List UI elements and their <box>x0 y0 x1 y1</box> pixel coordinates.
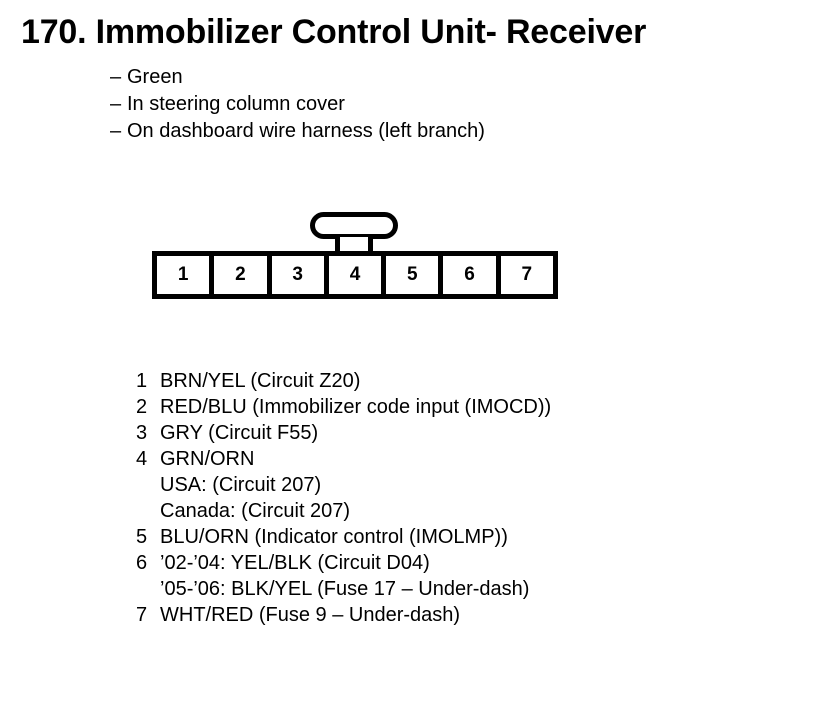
pin-description: ’02-’04: YEL/BLK (Circuit D04) <box>160 552 430 574</box>
pin-description: WHT/RED (Fuse 9 – Under-dash) <box>160 604 461 626</box>
connector-pin-label: 2 <box>235 264 246 285</box>
description-item: –In steering column cover <box>110 91 750 118</box>
pin-description: GRY (Circuit F55) <box>160 422 319 444</box>
pin-number: 4 <box>136 448 148 470</box>
pin-number: 2 <box>136 396 148 418</box>
pin-number: 7 <box>136 604 148 626</box>
description-list: –Green –In steering column cover –On das… <box>110 64 750 145</box>
description-item-label: Green <box>127 66 183 88</box>
list-item: 5 BLU/ORN (Indicator control (IMOLMP)) <box>136 524 776 550</box>
connector-pin-4[interactable]: 4 <box>328 256 387 294</box>
pin-description-sub: ’05-’06: BLK/YEL (Fuse 17 – Under-dash) <box>160 578 530 600</box>
connector-pin-label: 5 <box>406 264 418 285</box>
connector-latch-neck-icon <box>335 237 373 253</box>
bullet-dash-icon: – <box>110 120 122 142</box>
pin-description: BRN/YEL (Circuit Z20) <box>160 370 361 392</box>
pin-description-sub: Canada: (Circuit 207) <box>160 500 351 522</box>
connector-diagram: 1 2 3 4 5 6 7 <box>152 212 564 304</box>
connector-pin-6[interactable]: 6 <box>443 256 501 294</box>
connector-pin-label: 6 <box>464 264 475 285</box>
pin-legend-list: 1 BRN/YEL (Circuit Z20) 2 RED/BLU (Immobil… <box>136 368 776 628</box>
pin-description-sub: USA: (Circuit 207) <box>160 474 322 496</box>
connector-pin-5[interactable]: 5 <box>386 256 444 294</box>
description-item-label: In steering column cover <box>127 93 345 115</box>
connector-latch-icon <box>310 212 398 239</box>
pin-description: BLU/ORN (Indicator control (IMOLMP)) <box>160 526 508 548</box>
list-item: 6 ’02-’04: YEL/BLK (Circuit D04) <box>136 550 776 576</box>
list-item: 2 RED/BLU (Immobilizer code input (IMOCD)… <box>136 394 776 420</box>
pin-number: 5 <box>136 526 148 548</box>
pin-number: 3 <box>136 422 148 444</box>
connector-pin-7[interactable]: 7 <box>500 256 553 294</box>
connector-pin-label: 7 <box>521 264 533 285</box>
connector-pin-label: 1 <box>177 264 189 285</box>
pin-number: 1 <box>136 370 148 392</box>
list-item: 1 BRN/YEL (Circuit Z20) <box>136 368 776 394</box>
connector-pin-label: 3 <box>292 264 303 285</box>
connector-pin-label: 4 <box>349 264 361 285</box>
connector-pin-2[interactable]: 2 <box>214 256 272 294</box>
page-title: 170. Immobilizer Control Unit- Receiver <box>21 13 647 51</box>
list-item: 3 GRY (Circuit F55) <box>136 420 776 446</box>
description-item-label: On dashboard wire harness (left branch) <box>127 120 485 142</box>
connector-body: 1 2 3 4 5 6 7 <box>152 251 558 299</box>
description-item: –Green <box>110 64 750 91</box>
list-item: 4 GRN/ORN <box>136 446 776 472</box>
description-item: –On dashboard wire harness (left branch) <box>110 118 750 145</box>
pin-number: 6 <box>136 552 148 574</box>
list-item: 7 WHT/RED (Fuse 9 – Under-dash) <box>136 602 776 628</box>
connector-pin-3[interactable]: 3 <box>271 256 329 294</box>
pin-description: GRN/ORN <box>160 448 255 470</box>
bullet-dash-icon: – <box>110 93 122 115</box>
connector-pin-1[interactable]: 1 <box>157 256 215 294</box>
bullet-dash-icon: – <box>110 66 122 88</box>
pin-description: RED/BLU (Immobilizer code input (IMOCD)) <box>160 396 552 418</box>
